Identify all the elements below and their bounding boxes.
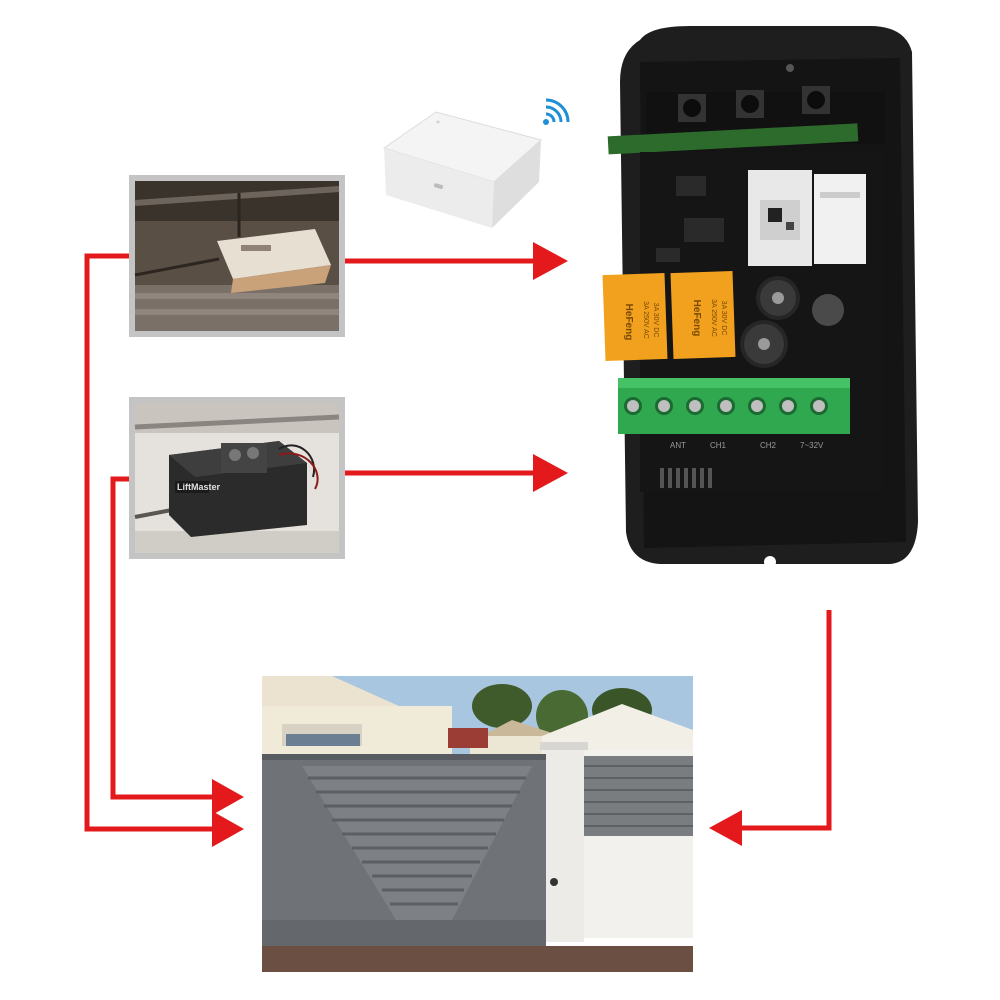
sliding-gate-photo <box>262 676 693 972</box>
relay-2-rating-dc: 3A 30V DC <box>720 301 727 336</box>
arrowhead-gate-upper <box>212 779 244 815</box>
terminal-block <box>618 378 850 434</box>
arrowhead-gate-right <box>709 810 742 846</box>
relay-1-brand: HeFeng <box>623 304 634 341</box>
wifi-hub <box>376 100 546 230</box>
arrowhead-garage1 <box>533 242 568 280</box>
liftmaster-brand-label: LiftMaster <box>177 482 221 492</box>
arrowhead-garage2 <box>533 454 568 492</box>
relay-2-rating-ac: 3A 250V AC <box>710 299 717 337</box>
garage-opener-photo-1 <box>129 175 345 337</box>
liftmaster-opener: LiftMaster <box>134 403 340 553</box>
terminal-label-power: 7~32V <box>800 441 824 450</box>
relay-1: HeFeng 3A 250V AC 3A 30V DC <box>602 272 668 362</box>
terminal-label-ch1: CH1 <box>710 441 727 450</box>
wifi-hub-image <box>382 111 543 228</box>
arrow-receiver-to-gate <box>735 610 832 831</box>
terminal-label-ch2: CH2 <box>760 441 777 450</box>
arrow-garage1-to-gate <box>84 253 218 832</box>
garage-opener-image <box>134 181 340 331</box>
relay-1-rating-dc: 3A 30V DC <box>652 303 659 338</box>
garage-opener-photo-2: LiftMaster <box>129 397 345 559</box>
capacitors <box>740 276 844 368</box>
sliding-gate <box>262 676 693 972</box>
antenna-coil <box>660 468 712 488</box>
wifi-icon <box>540 98 570 128</box>
relay-1-rating-ac: 3A 250V AC <box>642 301 649 339</box>
relay-2-brand: HeFeng <box>691 300 702 337</box>
receiver-module: HeFeng 3A 250V AC 3A 30V DC HeFeng 3A 25… <box>600 22 925 582</box>
arrowhead-gate-lower <box>212 811 244 847</box>
terminal-label-ant: ANT <box>670 441 686 450</box>
relay-2: HeFeng 3A 250V AC 3A 30V DC <box>670 270 736 360</box>
arrow-garage2-to-gate <box>110 476 218 800</box>
programming-buttons <box>678 86 830 122</box>
